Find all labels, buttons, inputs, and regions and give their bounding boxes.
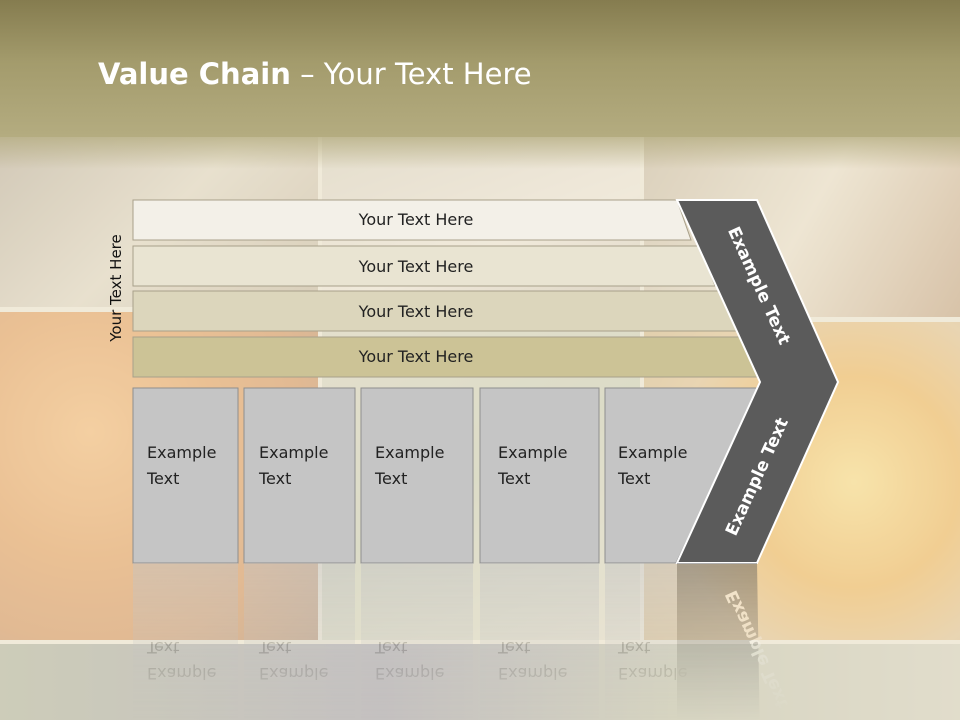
activity-box-2-shape: [243, 387, 356, 564]
bar-2-label: Your Text Here: [358, 257, 474, 276]
margin-chevron: Example Text Example Text: [675, 199, 840, 564]
reflection-box-1-line2: Text: [146, 638, 179, 657]
header-fade: [0, 137, 960, 169]
reflection-box-5-line1: Example: [618, 664, 687, 683]
activity-box-4-line1: Example: [498, 443, 567, 462]
activity-box-1-line2: Text: [146, 469, 179, 488]
slide-title-rest: – Your Text Here: [290, 57, 532, 91]
bar-2: Your Text Here: [132, 245, 716, 287]
reflection-box-1-line1: Example: [147, 664, 216, 683]
reflection-box-4: [480, 563, 599, 720]
slide-title: Value Chain – Your Text Here: [98, 56, 532, 92]
bar-1-shape: [132, 199, 692, 241]
activity-box-4: Example Text: [479, 387, 600, 564]
reflection-box-4-line1: Example: [498, 664, 567, 683]
reflection-box-3: [361, 563, 473, 720]
reflection-box-2-line2: Text: [258, 638, 291, 657]
activity-box-5-line2: Text: [617, 469, 650, 488]
activity-box-3-shape: [360, 387, 474, 564]
reflection-chevron: [677, 563, 760, 720]
bar-3: Your Text Here: [132, 290, 741, 332]
diagram-reflection: Example Text Example Text Example Text E…: [133, 563, 793, 720]
margin-chevron-shape: [675, 199, 840, 564]
activity-box-5-line1: Example: [618, 443, 687, 462]
activity-box-2-line1: Example: [259, 443, 328, 462]
bar-4-label: Your Text Here: [358, 347, 474, 366]
slide-title-bold: Value Chain: [98, 57, 291, 91]
activity-box-1-line1: Example: [147, 443, 216, 462]
bar-2-shape: [132, 245, 716, 287]
activity-box-5: Example Text: [604, 387, 761, 564]
reflection-box-1: [133, 563, 238, 720]
bar-3-label: Your Text Here: [358, 302, 474, 321]
activity-box-3: Example Text: [360, 387, 474, 564]
bar-1-label: Your Text Here: [358, 210, 474, 229]
bar-4: Your Text Here: [132, 336, 764, 378]
activity-box-3-line2: Text: [374, 469, 407, 488]
activity-box-4-line2: Text: [497, 469, 530, 488]
activity-box-3-line1: Example: [375, 443, 444, 462]
reflection-box-4-line2: Text: [497, 638, 530, 657]
activity-box-2: Example Text: [243, 387, 356, 564]
activity-box-1-shape: [132, 387, 239, 564]
reflection-box-2-line1: Example: [259, 664, 328, 683]
reflection-box-3-line2: Text: [374, 638, 407, 657]
reflection-box-3-line1: Example: [375, 664, 444, 683]
reflection-box-5-line2: Text: [617, 638, 650, 657]
activity-box-1: Example Text: [132, 387, 239, 564]
activity-box-2-line2: Text: [258, 469, 291, 488]
header-band: [0, 0, 960, 137]
reflection-box-2: [244, 563, 355, 720]
activity-box-4-shape: [479, 387, 600, 564]
bar-1: Your Text Here: [132, 199, 692, 241]
